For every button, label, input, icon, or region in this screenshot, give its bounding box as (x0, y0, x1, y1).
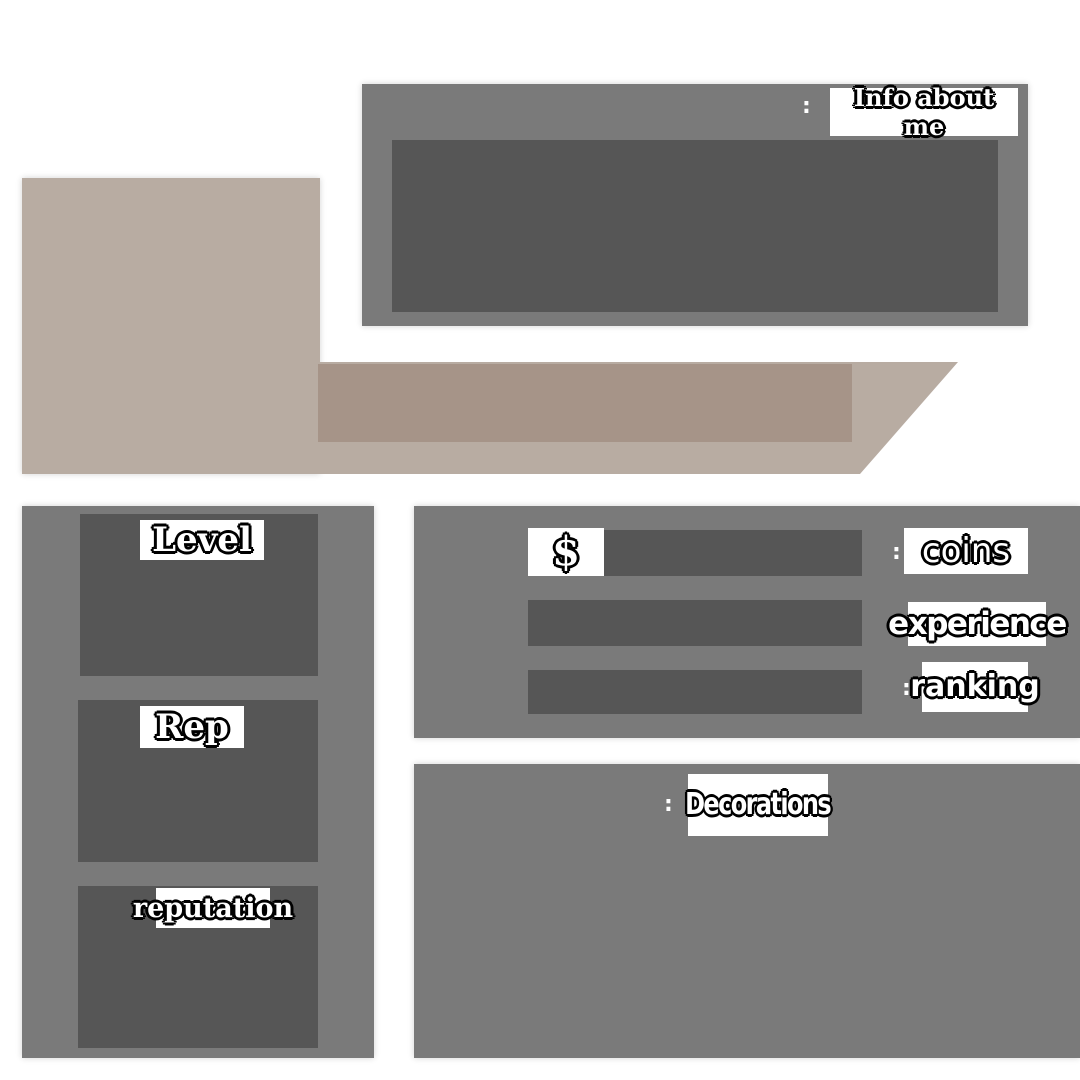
banner-strip (300, 362, 958, 474)
experience-separator: : (894, 610, 903, 635)
decorations-label-tag: Decorations (685, 774, 833, 836)
decorations-panel: : Decorations (414, 764, 1080, 1058)
ranking-label: ranking (910, 669, 1040, 704)
currency-panel: $ : coins : experience : ranking (414, 506, 1080, 738)
decorations-label: Decorations (685, 787, 833, 822)
coins-label-tag: coins (904, 528, 1028, 574)
rep-label: Rep (155, 707, 229, 747)
info-text-area[interactable] (392, 140, 998, 312)
experience-bar (528, 600, 862, 646)
coins-label: coins (921, 531, 1011, 571)
reputation-label-tag: reputation (133, 888, 293, 928)
ranking-separator: : (902, 676, 911, 701)
rep-label-tag: Rep (140, 706, 244, 748)
info-separator: : (802, 94, 811, 119)
info-label-tag: Info about me (830, 83, 1018, 141)
info-panel: : Info about me (362, 83, 1028, 326)
ranking-bar (528, 670, 862, 714)
level-label-tag: Level (140, 520, 264, 560)
dollar-icon-tag: $ (528, 528, 604, 576)
ranking-label-tag: ranking (910, 662, 1040, 712)
info-label: Info about me (853, 83, 995, 141)
reputation-label: reputation (132, 892, 294, 924)
level-label: Level (152, 520, 252, 560)
decorations-separator: : (664, 792, 673, 817)
banner-left-block (22, 178, 320, 474)
stats-panel: Level Rep reputation (22, 506, 374, 1058)
coins-separator: : (892, 540, 901, 565)
experience-label: experience (888, 605, 1067, 642)
dollar-icon: $ (552, 528, 580, 575)
experience-label-tag: experience (888, 602, 1067, 646)
